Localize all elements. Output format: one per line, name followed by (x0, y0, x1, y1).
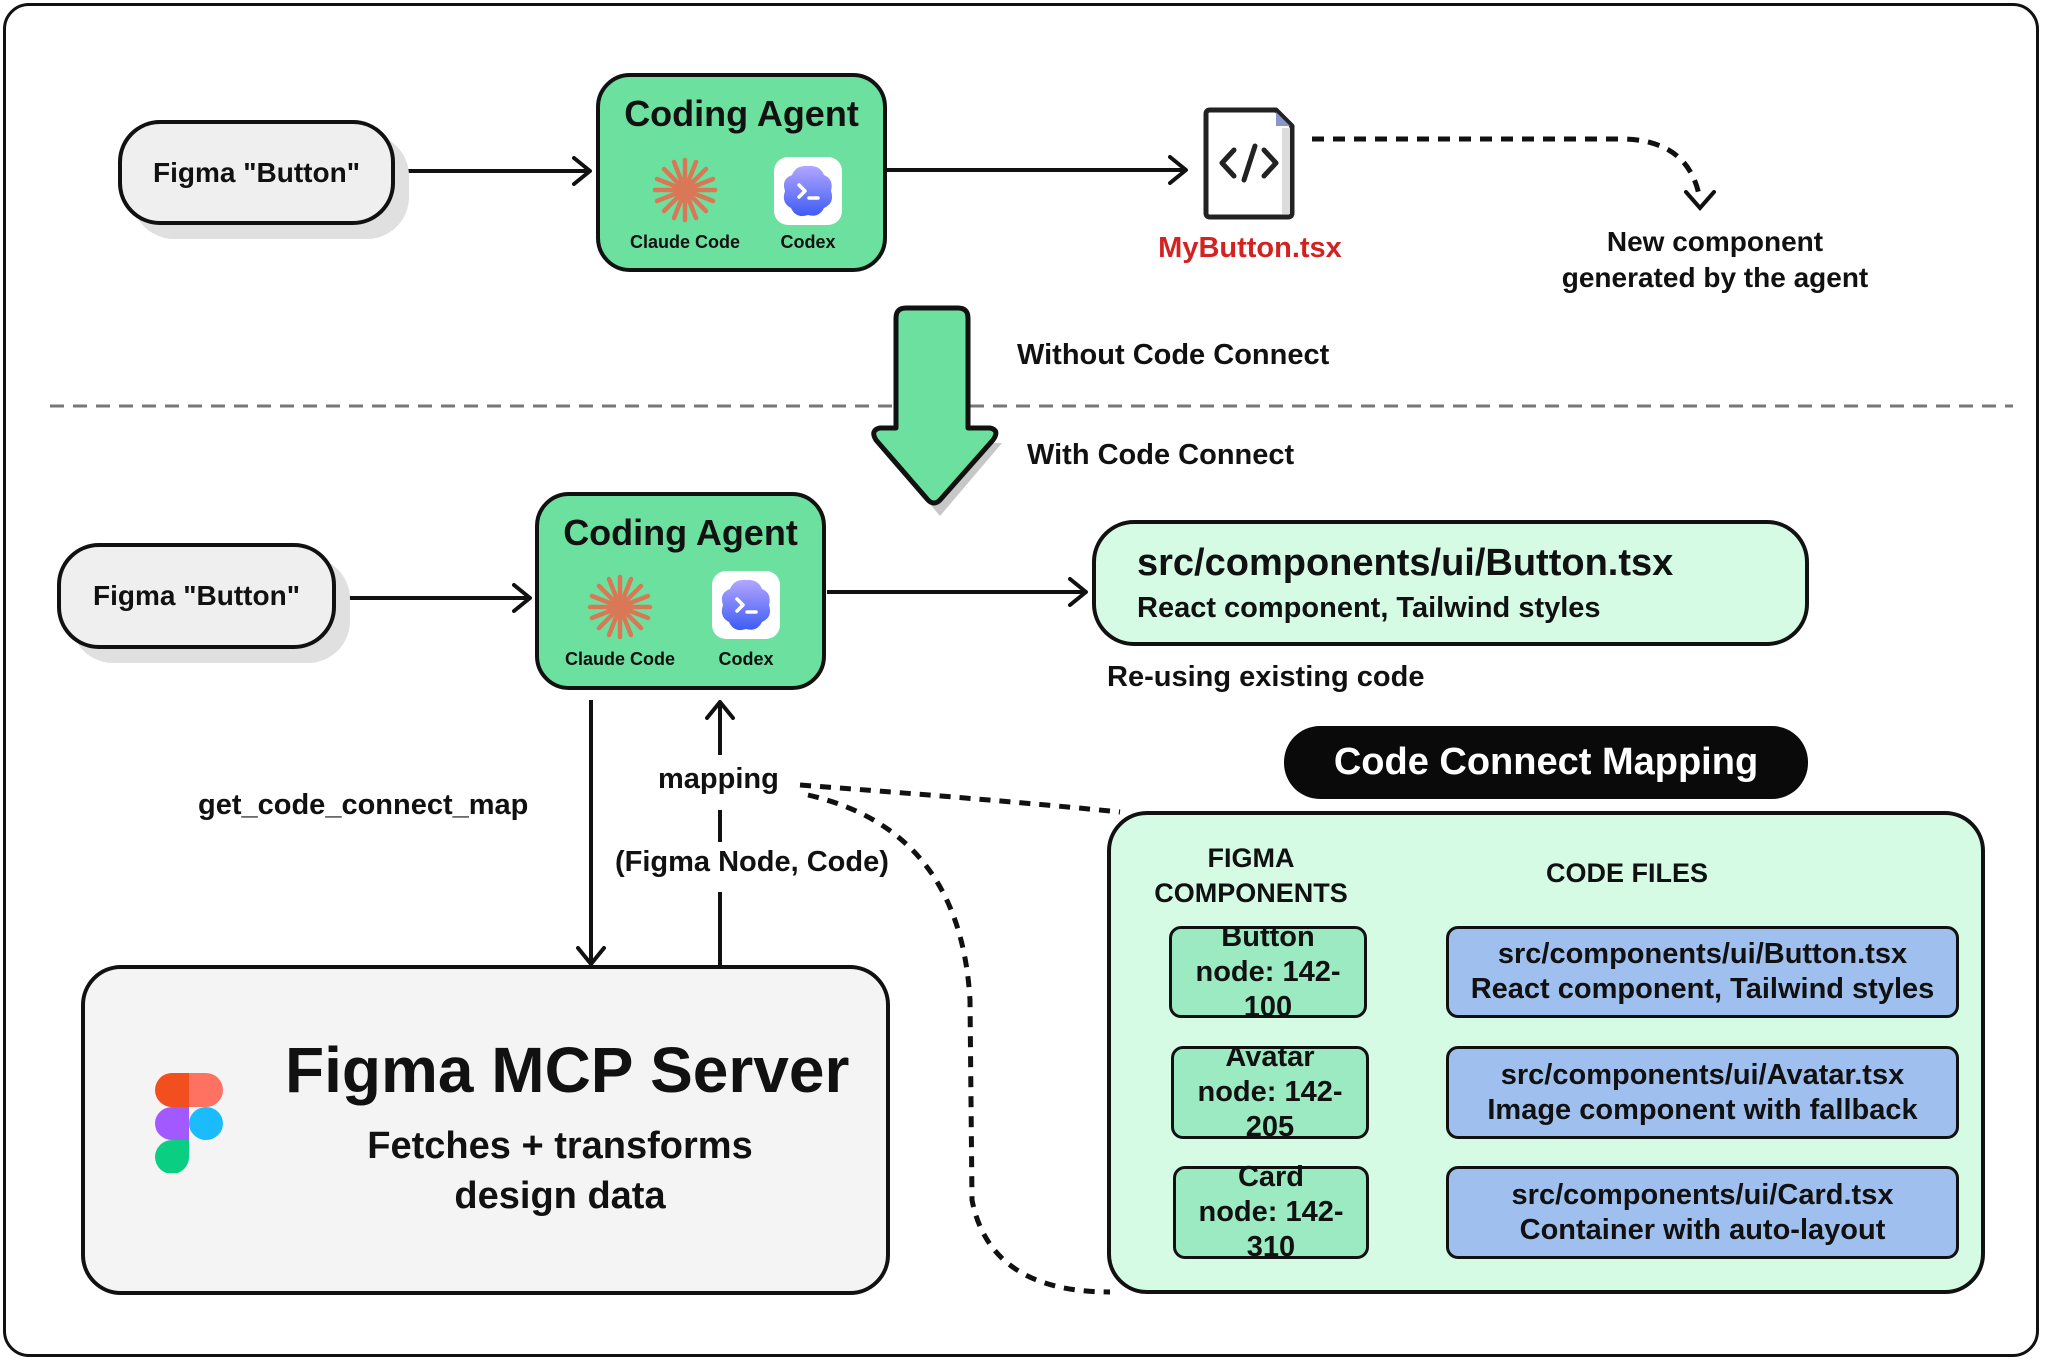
code-connect-mapping-panel: FIGMA COMPONENTS CODE FILES Button node:… (1107, 811, 1985, 1294)
coding-agent-title: Coding Agent (563, 512, 798, 553)
get-code-connect-map-label: get_code_connect_map (198, 789, 529, 821)
mcp-subtitle-line2: design data (454, 1175, 666, 1217)
codex-cloud-icon (721, 579, 771, 631)
output-file-name-top[interactable]: MyButton.tsx (1158, 232, 1342, 264)
claude-code-label: Claude Code (564, 649, 675, 669)
code-file-description: Container with auto-layout (1519, 1213, 1886, 1246)
figma-mcp-server-box[interactable]: Figma MCP Server Fetches + transforms de… (81, 965, 890, 1295)
coding-agent-title: Coding Agent (624, 93, 859, 134)
existing-file-path: src/components/ui/Button.tsx (1137, 542, 1674, 584)
figma-components-header-line1: FIGMA (1207, 843, 1295, 873)
result-note-line2: generated by the agent (1561, 262, 1869, 293)
component-name: Card (1237, 1161, 1305, 1193)
mcp-server-title: Figma MCP Server (285, 1034, 850, 1106)
component-node-id: node: 142-310 (1198, 1196, 1344, 1263)
coding-agent-box-bottom[interactable]: Coding Agent Claude Code Codex (535, 492, 826, 690)
without-code-connect-label: Without Code Connect (1017, 339, 1330, 371)
component-node-id: node: 142-205 (1197, 1076, 1343, 1143)
code-files-header: CODE FILES (1545, 858, 1708, 888)
code-file-path: src/components/ui/Card.tsx (1511, 1178, 1894, 1211)
codex-cloud-icon (783, 165, 833, 217)
code-file-avatar[interactable]: src/components/ui/Avatar.tsx Image compo… (1446, 1046, 1959, 1139)
figma-components-header-line2: COMPONENTS (1154, 878, 1348, 908)
component-node-id: node: 142-100 (1195, 955, 1341, 1023)
figma-node-code-label: (Figma Node, Code) (615, 846, 889, 878)
code-file-path: src/components/ui/Button.tsx (1497, 938, 1908, 970)
mcp-server-subtitle: Fetches + transforms design data (285, 1121, 835, 1221)
code-file-card[interactable]: src/components/ui/Card.tsx Container wit… (1446, 1166, 1959, 1259)
mapping-label: mapping (658, 763, 779, 795)
figma-button-label: Figma "Button" (153, 156, 360, 188)
figma-component-card[interactable]: Card node: 142-310 (1173, 1161, 1369, 1263)
figma-components-header: FIGMA COMPONENTS (1151, 841, 1351, 911)
claude-burst-icon (587, 574, 653, 640)
figma-logo-icon (155, 1073, 223, 1173)
code-file-description: Image component with fallback (1487, 1093, 1918, 1126)
with-code-connect-label: With Code Connect (1027, 439, 1295, 471)
claude-code-label: Claude Code (629, 232, 740, 252)
code-file-button[interactable]: src/components/ui/Button.tsx React compo… (1446, 926, 1959, 1018)
codex-tile (774, 157, 842, 225)
result-note: New component generated by the agent (1540, 224, 1890, 296)
figma-button-node-bottom[interactable]: Figma "Button" (57, 543, 336, 649)
result-note-line1: New component (1606, 226, 1824, 257)
code-connect-mapping-title: Code Connect Mapping (1284, 726, 1808, 799)
reuse-note: Re-using existing code (1107, 661, 1425, 693)
code-file-path: src/components/ui/Avatar.tsx (1500, 1058, 1905, 1091)
mapping-title-text: Code Connect Mapping (1333, 741, 1759, 783)
codex-label: Codex (780, 232, 836, 252)
existing-button-file-box[interactable]: src/components/ui/Button.tsx React compo… (1092, 520, 1809, 646)
claude-burst-icon (652, 157, 718, 223)
codex-label: Codex (718, 649, 774, 669)
diagram-frame (3, 3, 2039, 1357)
component-name: Button (1221, 920, 1315, 953)
figma-component-avatar[interactable]: Avatar node: 142-205 (1171, 1041, 1369, 1143)
figma-button-label: Figma "Button" (93, 580, 300, 611)
figma-component-button[interactable]: Button node: 142-100 (1169, 921, 1367, 1023)
component-name: Avatar (1225, 1041, 1315, 1073)
codex-tile (712, 571, 780, 639)
mcp-subtitle-line1: Fetches + transforms (367, 1125, 753, 1167)
figma-button-node-top[interactable]: Figma "Button" (118, 120, 395, 225)
existing-file-description: React component, Tailwind styles (1137, 592, 1601, 624)
code-file-description: React component, Tailwind styles (1470, 973, 1935, 1005)
coding-agent-box-top[interactable]: Coding Agent Claude Code Codex (596, 73, 887, 272)
